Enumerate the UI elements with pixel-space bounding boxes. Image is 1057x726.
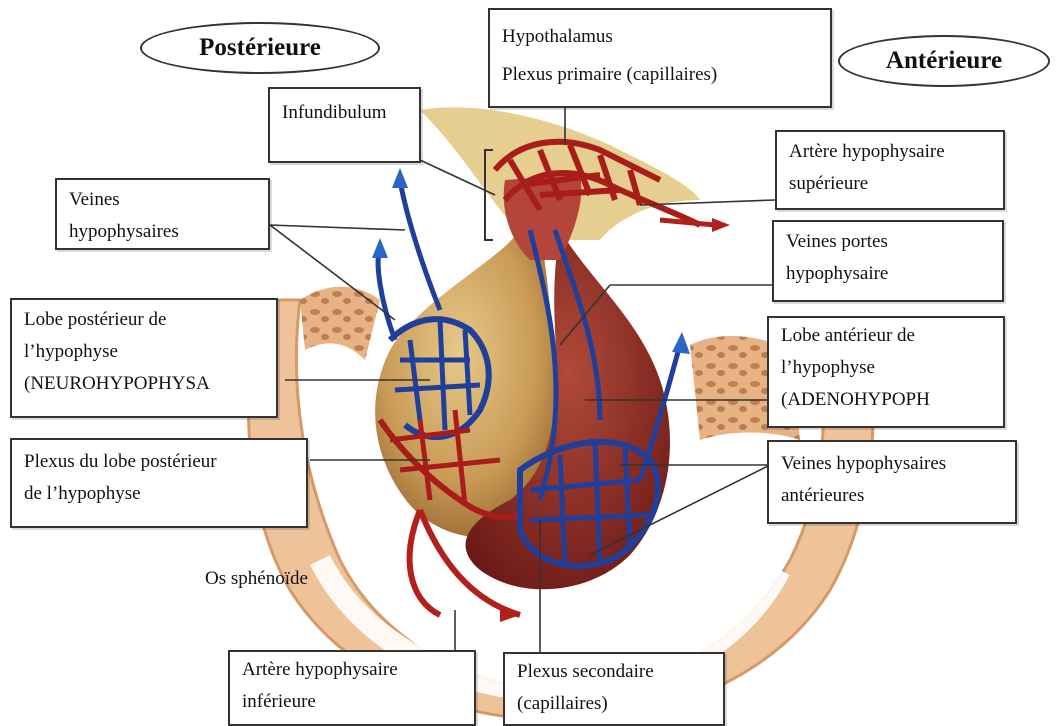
posterior-label: Postérieure	[199, 34, 321, 62]
infundibulum-label: Infundibulum	[268, 87, 421, 163]
lobe-post-line2: l’hypophyse	[24, 336, 264, 368]
plexus-lobe-posterieur-label: Plexus du lobe postérieur de l’hypophyse	[10, 438, 308, 528]
artere-sup-line1: Artère hypophysaire	[789, 136, 991, 168]
os-sphenoide-label: Os sphénoïde	[205, 568, 308, 590]
veines-ant-line2: antérieures	[781, 480, 1003, 512]
veines-line2: hypophysaires	[69, 216, 256, 248]
superior-artery-arrow	[660, 220, 715, 225]
veines-portes-line1: Veines portes	[786, 226, 990, 258]
artere-inferieure-label: Artère hypophysaire inférieure	[228, 650, 476, 726]
plexus-secondaire-label: Plexus secondaire (capillaires)	[503, 652, 725, 726]
posterior-orientation: Postérieure	[140, 22, 380, 74]
veines-anterieures-label: Veines hypophysaires antérieures	[767, 440, 1017, 524]
plexus-post-line1: Plexus du lobe postérieur	[24, 446, 294, 478]
veines-portes-label: Veines portes hypophysaire	[772, 220, 1004, 302]
anterior-label: Antérieure	[886, 47, 1002, 75]
artere-superieure-label: Artère hypophysaire supérieure	[775, 130, 1005, 210]
anterior-orientation: Antérieure	[838, 35, 1050, 87]
lobe-post-line1: Lobe postérieur de	[24, 304, 264, 336]
superior-artery-arrowhead	[712, 218, 730, 232]
veines-portes-line2: hypophysaire	[786, 258, 990, 290]
lobe-anterieur-label: Lobe antérieur de l’hypophyse (ADENOHYPO…	[767, 316, 1005, 428]
artere-inf-line2: inférieure	[242, 686, 462, 718]
veines-line1: Veines	[69, 184, 256, 216]
vein-arrow-2	[392, 168, 408, 188]
hypothalamus-line2: Plexus primaire (capillaires)	[502, 56, 818, 94]
veines-ant-line1: Veines hypophysaires	[781, 448, 1003, 480]
hypothalamus-label: Hypothalamus Plexus primaire (capillaire…	[488, 8, 832, 108]
artere-sup-line2: supérieure	[789, 168, 991, 200]
veines-hypophysaires-label: Veines hypophysaires	[55, 178, 270, 250]
hypothalamus-line1: Hypothalamus	[502, 18, 818, 56]
lobe-ant-line3: (ADENOHYPOPH	[781, 384, 991, 416]
artere-inf-line1: Artère hypophysaire	[242, 654, 462, 686]
vein-arrow-3	[672, 332, 690, 354]
infundibulum-text: Infundibulum	[282, 97, 407, 129]
plexus-sec-line1: Plexus secondaire	[517, 656, 711, 688]
vein-arrow-1	[372, 238, 388, 258]
plexus-post-line2: de l’hypophyse	[24, 478, 294, 510]
lobe-post-line3: (NEUROHYPOPHYSA	[24, 368, 264, 400]
lobe-ant-line2: l’hypophyse	[781, 352, 991, 384]
plexus-sec-line2: (capillaires)	[517, 688, 711, 720]
lobe-ant-line1: Lobe antérieur de	[781, 320, 991, 352]
lobe-posterieur-label: Lobe postérieur de l’hypophyse (NEUROHYP…	[10, 298, 278, 418]
